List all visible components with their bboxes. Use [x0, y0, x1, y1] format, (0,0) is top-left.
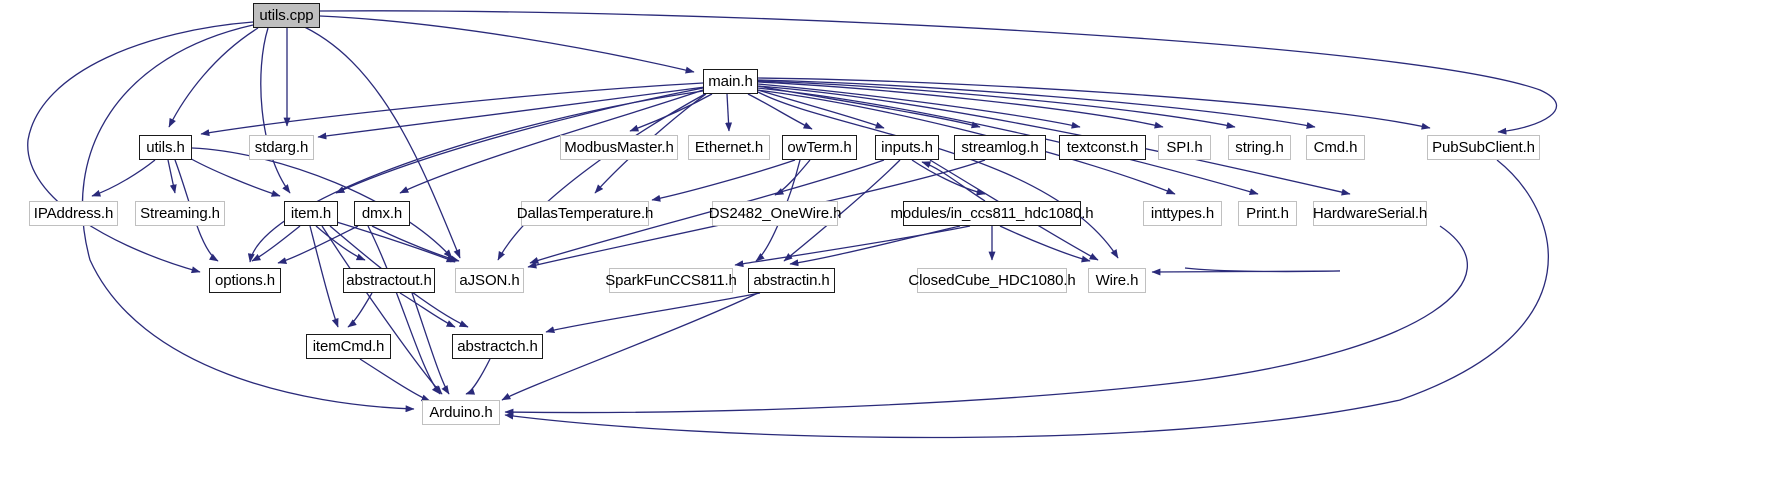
- graph-node-ModbusMaster_h[interactable]: ModbusMaster.h: [560, 135, 678, 160]
- graph-node-Streaming_h[interactable]: Streaming.h: [135, 201, 225, 226]
- graph-node-label: DallasTemperature.h: [516, 205, 654, 222]
- graph-node-inttypes_h[interactable]: inttypes.h: [1143, 201, 1222, 226]
- graph-node-DS2482_OneWire_h[interactable]: DS2482_OneWire.h: [709, 201, 841, 226]
- graph-node-label: modules/in_ccs811_hdc1080.h: [890, 205, 1094, 222]
- graph-node-label: ClosedCube_HDC1080.h: [908, 272, 1076, 289]
- graph-node-string_h[interactable]: string.h: [1228, 135, 1291, 160]
- graph-node-IPAddress_h[interactable]: IPAddress.h: [29, 201, 118, 226]
- graph-node-label: inputs.h: [881, 139, 933, 156]
- graph-node-Cmd_h[interactable]: Cmd.h: [1306, 135, 1365, 160]
- graph-node-SparkFunCCS811_h[interactable]: SparkFunCCS811.h: [605, 268, 737, 293]
- graph-node-label: ModbusMaster.h: [564, 139, 674, 156]
- graph-node-label: SparkFunCCS811.h: [605, 272, 737, 289]
- graph-node-label: Streaming.h: [140, 205, 220, 222]
- graph-node-label: Cmd.h: [1313, 139, 1358, 156]
- graph-node-itemCmd_h[interactable]: itemCmd.h: [306, 334, 391, 359]
- graph-node-streamlog_h[interactable]: streamlog.h: [954, 135, 1046, 160]
- graph-node-HardwareSerial_h[interactable]: HardwareSerial.h: [1313, 201, 1427, 226]
- graph-node-label: HardwareSerial.h: [1312, 205, 1428, 222]
- graph-node-PubSubClient_h[interactable]: PubSubClient.h: [1427, 135, 1540, 160]
- graph-node-utils_h[interactable]: utils.h: [139, 135, 192, 160]
- graph-node-label: utils.h: [146, 139, 185, 156]
- graph-node-ClosedCube_h[interactable]: ClosedCube_HDC1080.h: [908, 268, 1076, 293]
- graph-node-label: Print.h: [1246, 205, 1289, 222]
- graph-node-label: Wire.h: [1095, 272, 1139, 289]
- graph-node-abstractch_h[interactable]: abstractch.h: [452, 334, 543, 359]
- graph-node-label: DS2482_OneWire.h: [708, 205, 842, 222]
- graph-node-label: string.h: [1235, 139, 1284, 156]
- graph-node-Print_h[interactable]: Print.h: [1238, 201, 1297, 226]
- graph-node-label: Ethernet.h: [694, 139, 764, 156]
- graph-node-label: abstractin.h: [753, 272, 830, 289]
- graph-node-label: main.h: [708, 73, 753, 90]
- graph-node-label: abstractout.h: [346, 272, 432, 289]
- graph-node-label: textconst.h: [1066, 139, 1139, 156]
- graph-node-options_h[interactable]: options.h: [209, 268, 281, 293]
- graph-node-label: PubSubClient.h: [1432, 139, 1535, 156]
- graph-node-abstractin_h[interactable]: abstractin.h: [748, 268, 835, 293]
- graph-node-owTerm_h[interactable]: owTerm.h: [782, 135, 857, 160]
- graph-node-label: owTerm.h: [787, 139, 852, 156]
- graph-node-inputs_h[interactable]: inputs.h: [875, 135, 939, 160]
- graph-node-label: abstractch.h: [457, 338, 538, 355]
- graph-node-utils_cpp[interactable]: utils.cpp: [253, 3, 320, 28]
- graph-node-modules_ccs811[interactable]: modules/in_ccs811_hdc1080.h: [891, 201, 1094, 226]
- graph-node-abstractout_h[interactable]: abstractout.h: [343, 268, 435, 293]
- graph-node-label: inttypes.h: [1150, 205, 1215, 222]
- graph-node-main_h[interactable]: main.h: [703, 69, 758, 94]
- graph-node-label: streamlog.h: [961, 139, 1039, 156]
- graph-node-label: utils.cpp: [259, 7, 314, 24]
- graph-node-label: IPAddress.h: [33, 205, 114, 222]
- graph-node-label: options.h: [215, 272, 275, 289]
- graph-node-DallasTemperature_h[interactable]: DallasTemperature.h: [517, 201, 653, 226]
- graph-node-label: item.h: [290, 205, 332, 222]
- graph-node-textconst_h[interactable]: textconst.h: [1059, 135, 1146, 160]
- graph-node-label: itemCmd.h: [312, 338, 385, 355]
- graph-node-Arduino_h[interactable]: Arduino.h: [422, 400, 500, 425]
- graph-node-label: SPI.h: [1166, 139, 1203, 156]
- graph-node-SPI_h[interactable]: SPI.h: [1158, 135, 1211, 160]
- graph-node-stdarg_h[interactable]: stdarg.h: [249, 135, 314, 160]
- graph-node-dmx_h[interactable]: dmx.h: [354, 201, 410, 226]
- graph-node-Wire_h[interactable]: Wire.h: [1088, 268, 1146, 293]
- graph-node-Ethernet_h[interactable]: Ethernet.h: [688, 135, 770, 160]
- graph-node-item_h[interactable]: item.h: [284, 201, 338, 226]
- graph-node-label: Arduino.h: [429, 404, 493, 421]
- graph-node-aJSON_h[interactable]: aJSON.h: [455, 268, 524, 293]
- graph-node-label: stdarg.h: [254, 139, 309, 156]
- graph-node-label: dmx.h: [361, 205, 403, 222]
- graph-node-label: aJSON.h: [459, 272, 520, 289]
